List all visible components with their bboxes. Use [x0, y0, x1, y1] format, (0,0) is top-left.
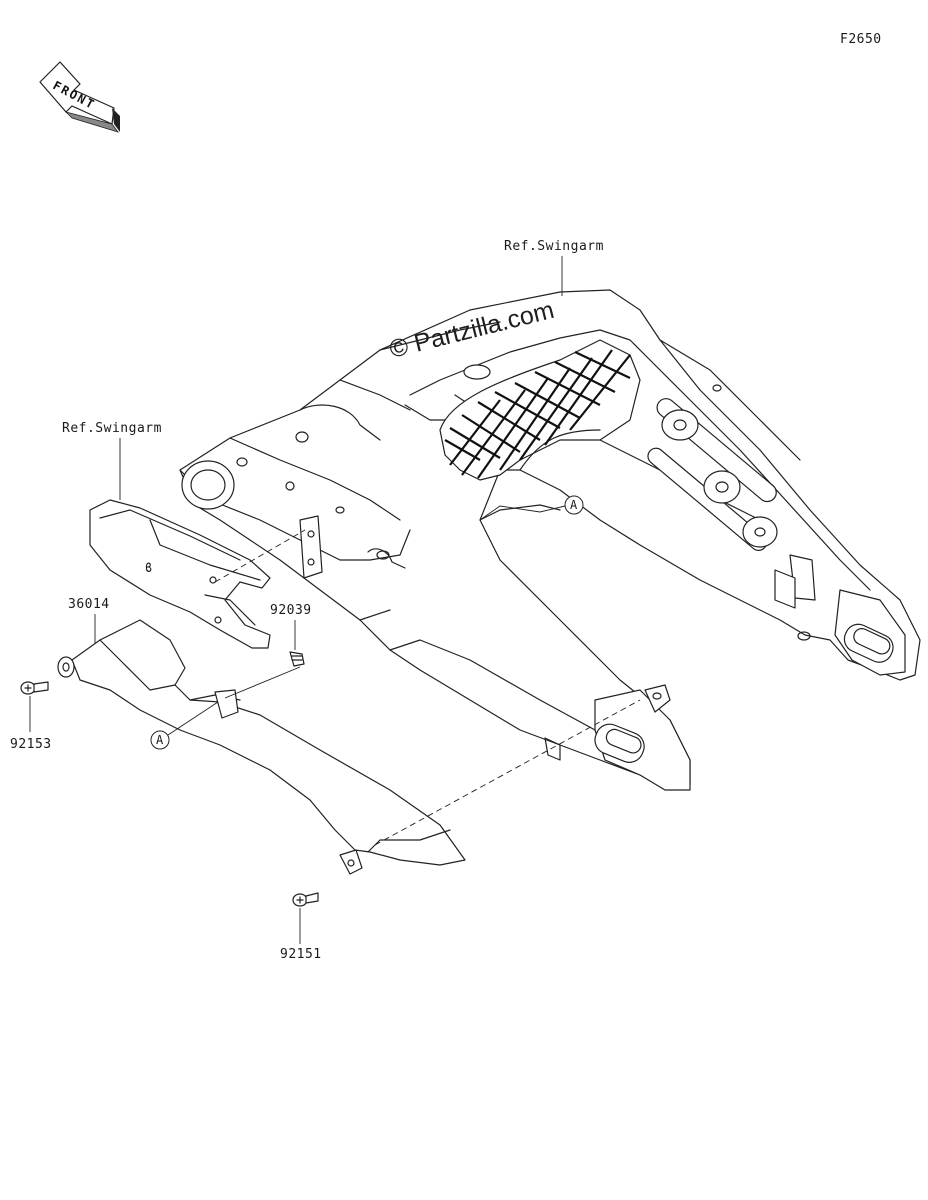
bolt-92151-icon — [292, 892, 319, 907]
bolt-92153-icon — [20, 681, 49, 695]
swingarm-outline — [179, 289, 921, 791]
figure-code: F2650 — [840, 32, 882, 47]
callout-a-upper-letter: A — [570, 498, 578, 512]
chain-cover-36014 — [57, 619, 466, 875]
ref-swingarm-top-label: Ref.Swingarm — [504, 239, 604, 254]
callout-a-upper: A — [479, 495, 584, 521]
swingarm-mesh — [444, 349, 631, 479]
part-92151-label: 92151 — [280, 947, 322, 962]
part-36014-label: 36014 — [68, 597, 110, 612]
callout-a-lower: A — [150, 701, 219, 750]
part-92039-label: 92039 — [270, 603, 312, 618]
callout-a-lower-letter: A — [156, 733, 164, 747]
svg-text:ϐ: ϐ — [145, 561, 153, 575]
chain-slider: ϐ — [89, 499, 306, 649]
part-92039-to-cover-line — [224, 666, 301, 699]
cover-alignment-line — [374, 699, 641, 846]
clip-92039-icon — [289, 651, 305, 667]
front-arrow-icon: FRONT — [39, 61, 120, 133]
ref-swingarm-left-label: Ref.Swingarm — [62, 421, 162, 436]
part-92153-label: 92153 — [10, 737, 52, 752]
